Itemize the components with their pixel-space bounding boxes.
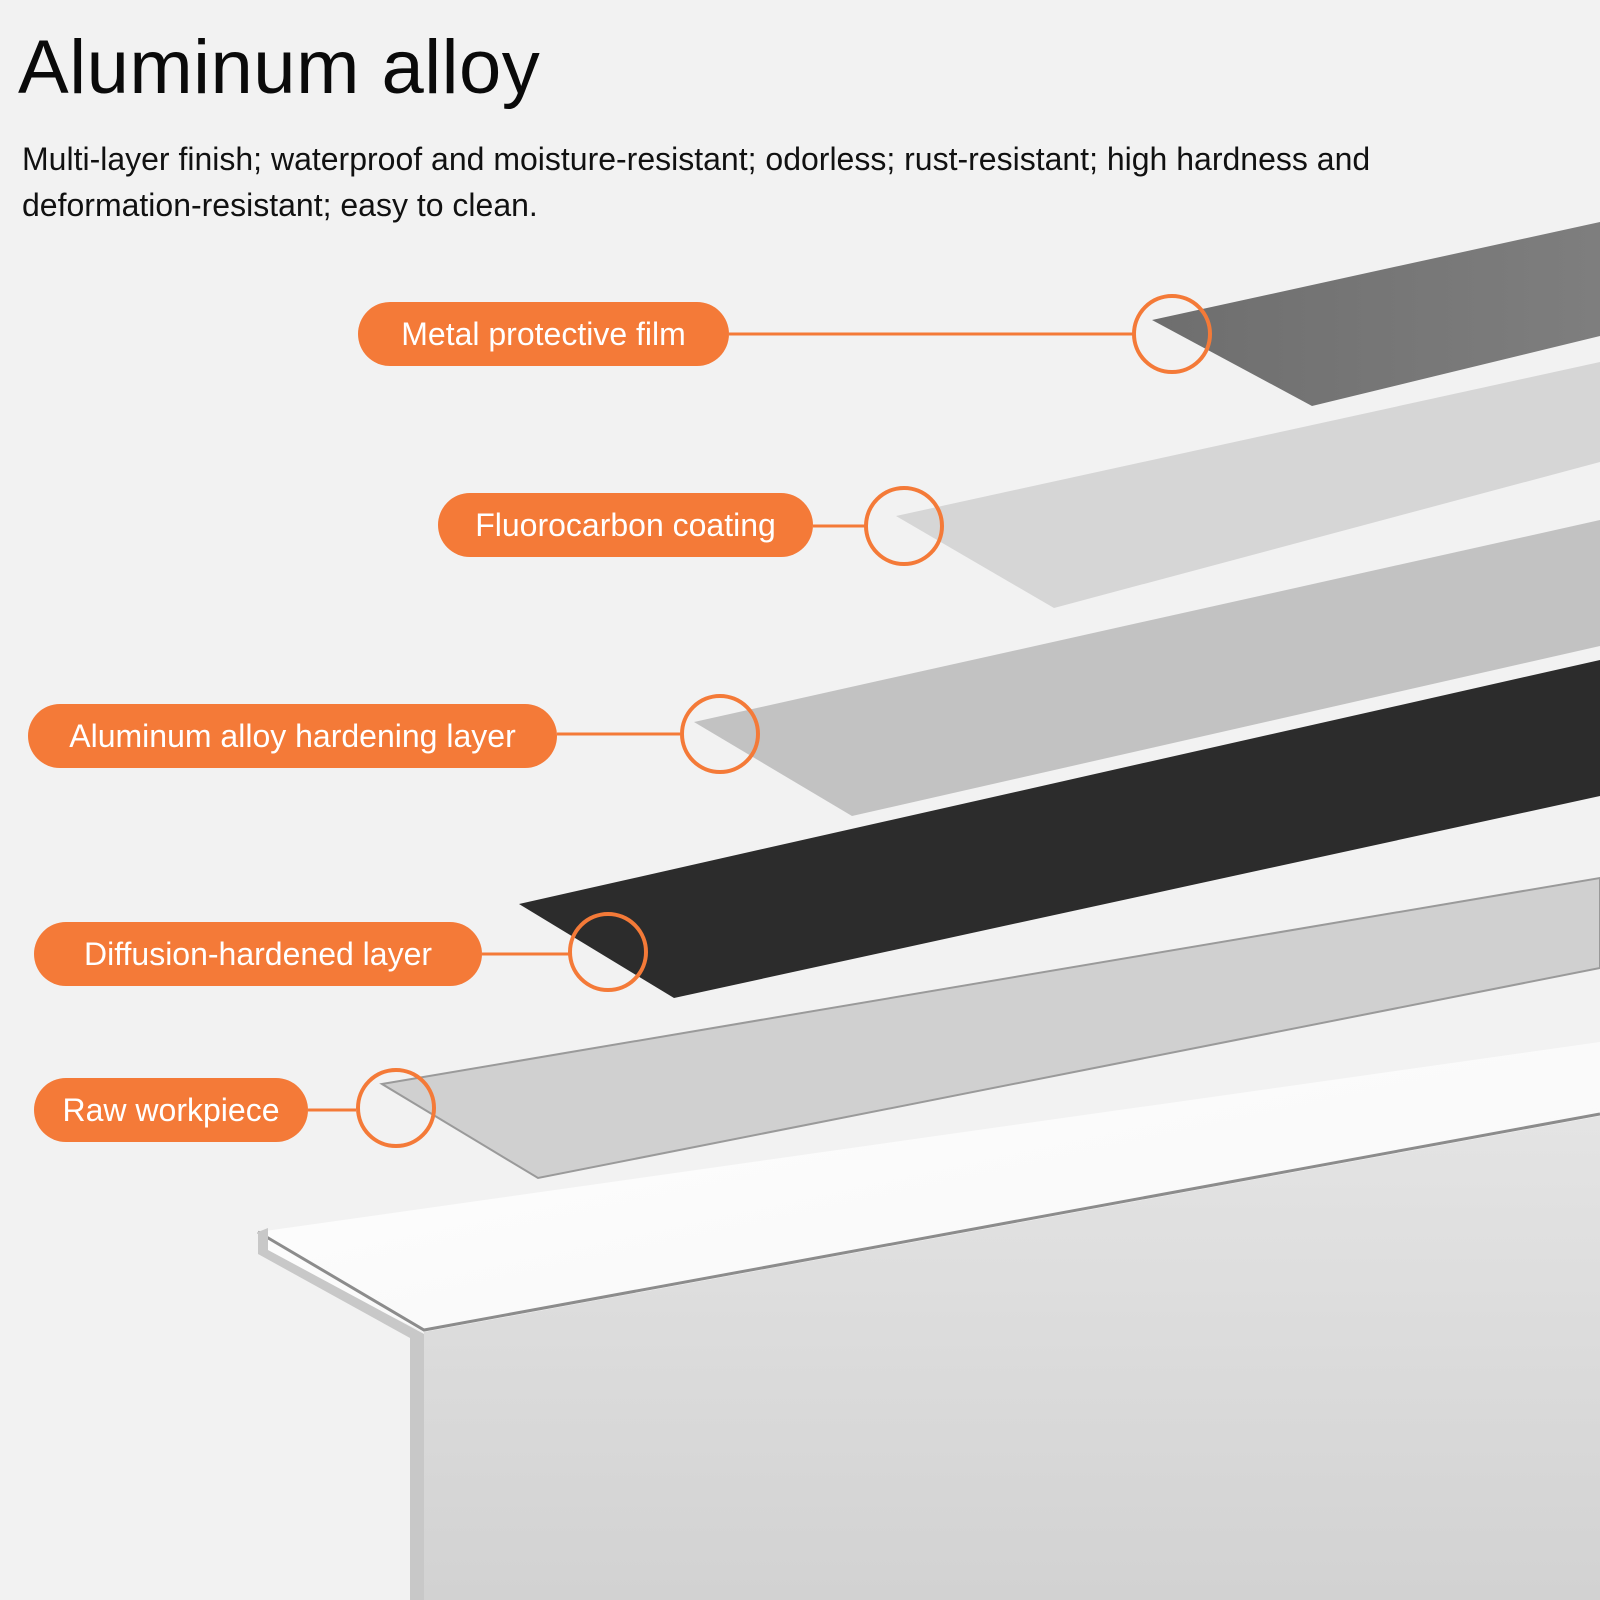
page-subtitle: Multi-layer finish; waterproof and moist… [22,141,1371,223]
callout-circle [356,1068,436,1148]
diffusion-hardened-layer [519,660,1600,998]
label-metal-protective-film: Metal protective film [358,302,729,366]
callout-circle [680,694,760,774]
label-diffusion-hardened-layer: Diffusion-hardened layer [34,922,482,986]
callout-circle [568,912,648,992]
callout-circle [864,486,944,566]
profile-edge [257,1112,1600,1332]
raw-workpiece-layer [379,876,1600,1180]
page-title: Aluminum alloy [18,25,541,110]
label-raw-workpiece: Raw workpiece [34,1078,308,1142]
label-fluorocarbon-coating: Fluorocarbon coating [438,493,813,557]
fluorocarbon-coating-layer [896,362,1600,608]
hardening-layer [694,520,1600,816]
callout-circle [1132,294,1212,374]
profile-top-face [258,1042,1600,1332]
metal-protective-film-layer [1152,222,1600,406]
label-aluminum-alloy-hardening-layer: Aluminum alloy hardening layer [28,704,557,768]
profile-front-face [424,1116,1600,1600]
profile-lip [258,1228,424,1600]
